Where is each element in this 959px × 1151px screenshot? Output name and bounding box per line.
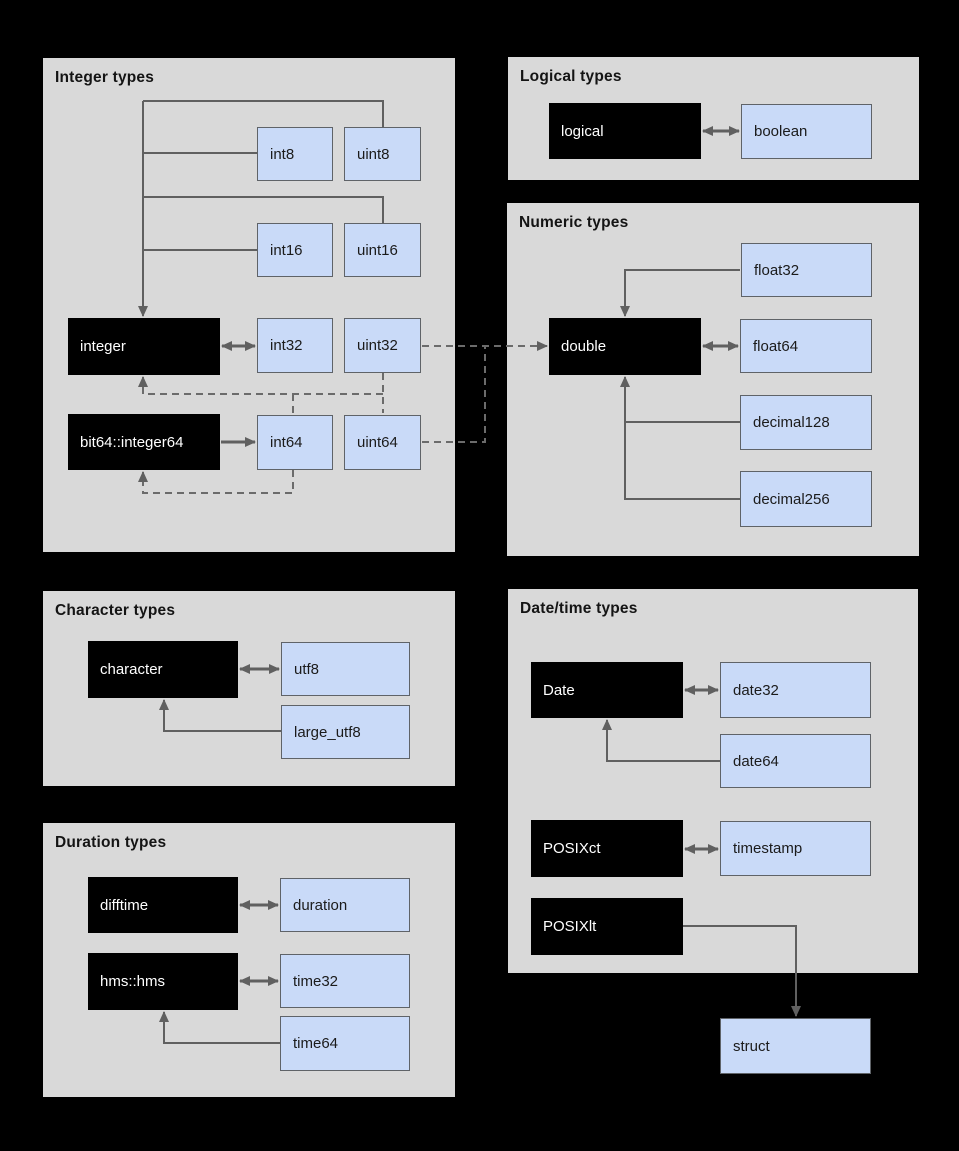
node-decimal256: decimal256 — [740, 471, 872, 527]
node-int8: int8 — [257, 127, 333, 181]
edge-int64-to-integer64 — [138, 470, 294, 494]
node-logical: logical — [549, 103, 701, 159]
node-date64: date64 — [720, 734, 871, 788]
panel-title-datetime-types: Date/time types — [520, 600, 638, 617]
node-hms: hms::hms — [88, 953, 238, 1010]
panel-title-character-types: Character types — [55, 602, 176, 619]
node-double: double — [549, 318, 701, 375]
node-int64: int64 — [257, 415, 333, 470]
edge-decimal256-to-double — [620, 376, 740, 500]
edge-float32-to-double — [620, 269, 740, 317]
node-date32: date32 — [720, 662, 871, 718]
node-duration: duration — [280, 878, 410, 932]
node-uint64: uint64 — [344, 415, 421, 470]
node-Date: Date — [531, 662, 683, 718]
edge-time64-to-hms — [159, 1011, 280, 1044]
panel-title-integer-types: Integer types — [55, 69, 155, 86]
node-timestamp: timestamp — [720, 821, 871, 876]
node-integer64: bit64::integer64 — [68, 414, 220, 470]
node-float64: float64 — [740, 319, 872, 373]
node-time32: time32 — [280, 954, 410, 1008]
edge-uint8-to-integer-trunk — [143, 100, 384, 127]
panel-title-logical-types: Logical types — [520, 68, 622, 85]
edge-uint16-to-integer-trunk — [143, 196, 384, 223]
node-character: character — [88, 641, 238, 698]
node-uint32: uint32 — [344, 318, 421, 373]
node-decimal128: decimal128 — [740, 395, 872, 450]
node-utf8: utf8 — [281, 642, 410, 696]
node-difftime: difftime — [88, 877, 238, 933]
node-time64: time64 — [280, 1016, 410, 1071]
node-large_utf8: large_utf8 — [281, 705, 410, 759]
node-boolean: boolean — [741, 104, 872, 159]
node-int32: int32 — [257, 318, 333, 373]
node-struct: struct — [720, 1018, 871, 1074]
edge-uint64-to-double — [422, 346, 486, 443]
node-uint8: uint8 — [344, 127, 421, 181]
node-int16: int16 — [257, 223, 333, 277]
edge-date64-to-Date — [602, 719, 720, 762]
edge-large_utf8-to-character — [159, 699, 281, 732]
node-uint16: uint16 — [344, 223, 421, 277]
edge-POSIXlt-to-struct — [683, 925, 801, 1017]
panel-title-duration-types: Duration types — [55, 834, 167, 851]
node-float32: float32 — [741, 243, 872, 297]
panel-title-numeric-types: Numeric types — [519, 214, 629, 231]
node-POSIXct: POSIXct — [531, 820, 683, 877]
edge-uint-group-to-integer — [138, 376, 383, 395]
node-integer: integer — [68, 318, 220, 375]
node-POSIXlt: POSIXlt — [531, 898, 683, 955]
